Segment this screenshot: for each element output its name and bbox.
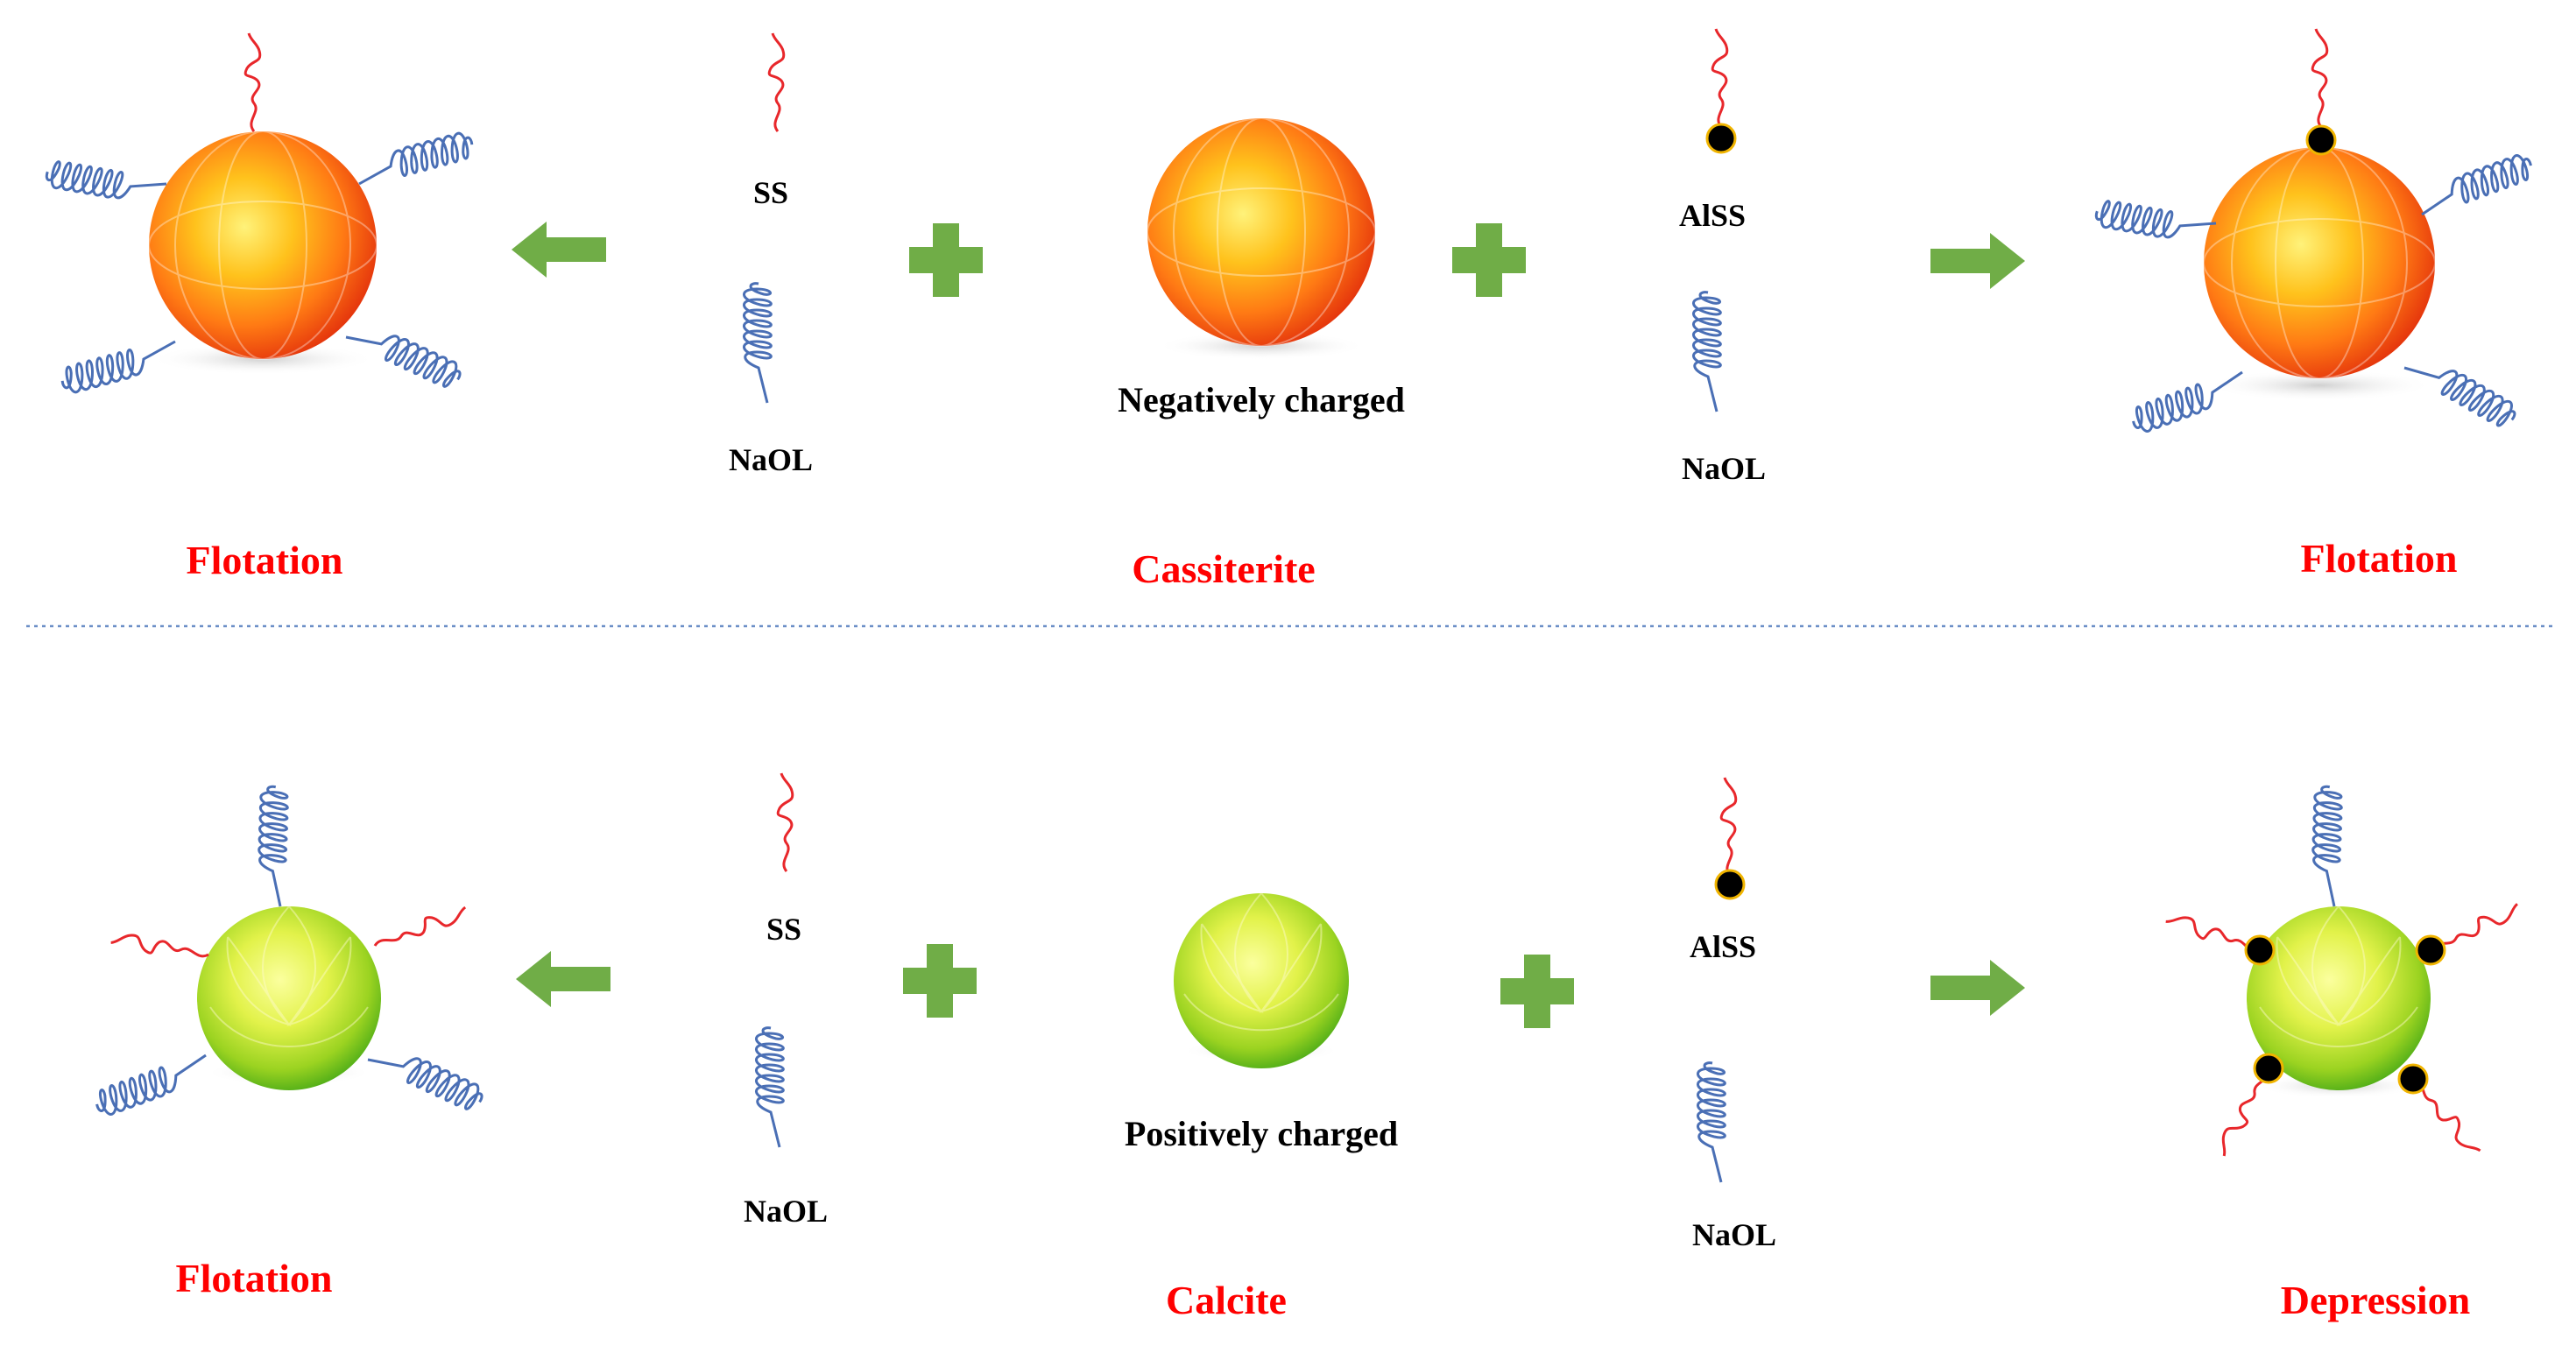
naol-coil-icon	[257, 786, 288, 906]
naol-coil-icon	[756, 1028, 783, 1147]
charge-label: Negatively charged	[1118, 380, 1405, 419]
al-ion-dot-icon	[2399, 1065, 2427, 1093]
top-reagents-left: SS NaOL	[729, 33, 813, 477]
cassiterite-particle-icon	[1147, 118, 1375, 346]
top-right-product	[2094, 29, 2535, 435]
naol-label: NaOL	[1692, 1217, 1776, 1252]
alss-tail-icon	[1712, 29, 1727, 127]
naol-coil-icon	[353, 130, 476, 187]
arrow-left-icon	[512, 222, 606, 278]
al-ion-dot-icon	[2307, 126, 2335, 154]
naol-coil-icon	[1697, 1063, 1725, 1182]
ss-tail-icon	[110, 932, 209, 963]
alss-tail-icon	[1721, 778, 1736, 876]
ss-tail-icon	[245, 33, 260, 131]
naol-coil-icon	[45, 159, 167, 207]
plus-icon	[1452, 223, 1526, 297]
calcite-particle-icon	[197, 906, 381, 1090]
bottom-left-product	[92, 786, 485, 1118]
mineral-name-label: Calcite	[1166, 1278, 1287, 1322]
calcite-center: Positively charged	[1125, 893, 1398, 1153]
ss-tail-icon	[372, 904, 469, 951]
naol-coil-icon	[2414, 152, 2536, 218]
naol-coil-icon	[1693, 292, 1720, 412]
plus-icon	[1500, 955, 1574, 1028]
plus-icon	[903, 944, 977, 1018]
alss-label: AlSS	[1690, 929, 1756, 964]
top-left-product	[45, 33, 476, 395]
naol-coil-icon	[2311, 786, 2342, 906]
calcite-particle-icon	[1174, 893, 1349, 1068]
al-ion-dot-icon	[1716, 870, 1744, 898]
arrow-right-icon	[1930, 233, 2025, 289]
cassiterite-center: Negatively charged	[1118, 118, 1405, 419]
arrow-left-icon	[516, 951, 610, 1007]
naol-coil-icon	[366, 1039, 486, 1114]
naol-label: NaOL	[744, 1194, 828, 1229]
naol-coil-icon	[2128, 369, 2250, 435]
result-label: Flotation	[176, 1256, 333, 1300]
naol-label: NaOL	[1682, 451, 1766, 486]
result-label: Flotation	[2301, 536, 2458, 581]
ss-tail-icon	[769, 33, 784, 131]
alss-tail-icon	[2312, 29, 2327, 127]
alss-label: AlSS	[1679, 198, 1746, 233]
bottom-row: SS NaOL Positively charged AlSS NaOL	[92, 773, 2522, 1322]
ss-tail-icon	[778, 773, 793, 871]
cassiterite-particle-icon	[149, 131, 377, 359]
cassiterite-particle-icon	[2204, 147, 2435, 378]
naol-coil-icon	[744, 284, 771, 403]
al-ion-dot-icon	[2255, 1054, 2283, 1082]
naol-coil-icon	[92, 1052, 214, 1118]
plus-icon	[909, 223, 983, 297]
naol-coil-icon	[2094, 199, 2217, 246]
ss-label: SS	[753, 175, 788, 210]
result-label: Flotation	[187, 538, 343, 582]
al-ion-dot-icon	[2417, 936, 2445, 964]
charge-label: Positively charged	[1125, 1114, 1398, 1153]
result-label: Depression	[2281, 1278, 2470, 1322]
bottom-right-product	[2164, 786, 2522, 1158]
al-ion-dot-icon	[1707, 124, 1735, 152]
al-ion-dot-icon	[2246, 936, 2274, 964]
bottom-reagents-right: AlSS NaOL	[1690, 778, 1776, 1252]
top-row: SS NaOL Negatively charged AlSS NaOL	[45, 29, 2535, 591]
bottom-reagents-left: SS NaOL	[744, 773, 828, 1229]
mineral-name-label: Cassiterite	[1132, 546, 1315, 591]
ss-label: SS	[766, 912, 801, 947]
naol-label: NaOL	[729, 442, 813, 477]
top-reagents-right: AlSS NaOL	[1679, 29, 1766, 486]
arrow-right-icon	[1930, 960, 2025, 1016]
